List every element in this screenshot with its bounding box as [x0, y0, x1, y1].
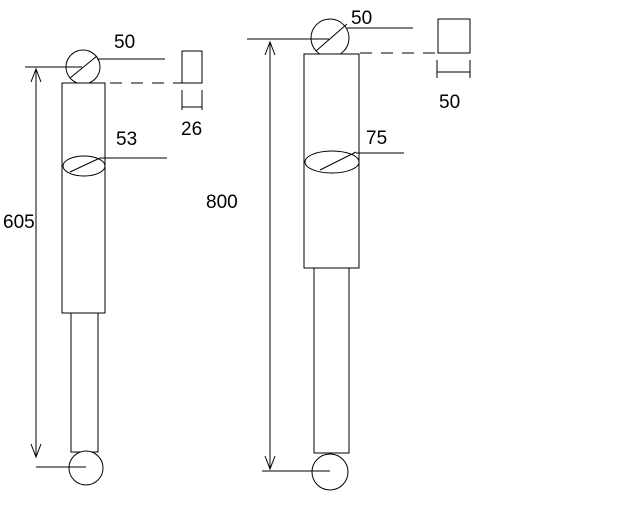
left-length-arrow-bottom — [30, 443, 42, 459]
right-eye-width-label: 50 — [439, 92, 460, 113]
left-eye-width-label: 26 — [181, 119, 202, 140]
left-top-eye-diameter-line — [69, 55, 98, 79]
right-bottom-eye — [311, 453, 349, 491]
left-shock-absorber: 50 26 53 605 — [3, 32, 203, 486]
left-body-diameter-line — [69, 157, 101, 173]
right-length-label: 800 — [206, 192, 238, 213]
right-body-section — [304, 150, 360, 174]
right-shock-absorber: 50 50 75 800 — [206, 8, 471, 491]
right-body-diameter-line — [319, 151, 357, 171]
right-top-eye — [310, 18, 350, 58]
left-bottom-eye — [68, 450, 104, 486]
right-length-arrow-bottom — [264, 455, 276, 471]
right-body-diameter-label: 75 — [366, 128, 387, 149]
left-eye-diameter-label: 50 — [114, 32, 135, 53]
right-eye-diameter-label: 50 — [351, 8, 372, 29]
right-top-eye-diameter-line — [315, 23, 348, 52]
left-body-diameter-label: 53 — [116, 129, 137, 150]
right-length-arrow-top — [264, 40, 276, 56]
left-eye-side-view — [181, 50, 203, 84]
left-length-arrow-top — [30, 67, 42, 83]
right-eye-side-view — [437, 18, 471, 54]
left-body-cylinder — [61, 82, 106, 314]
right-piston-rod — [313, 267, 350, 454]
left-piston-rod — [70, 312, 99, 453]
left-length-label: 605 — [3, 212, 35, 233]
